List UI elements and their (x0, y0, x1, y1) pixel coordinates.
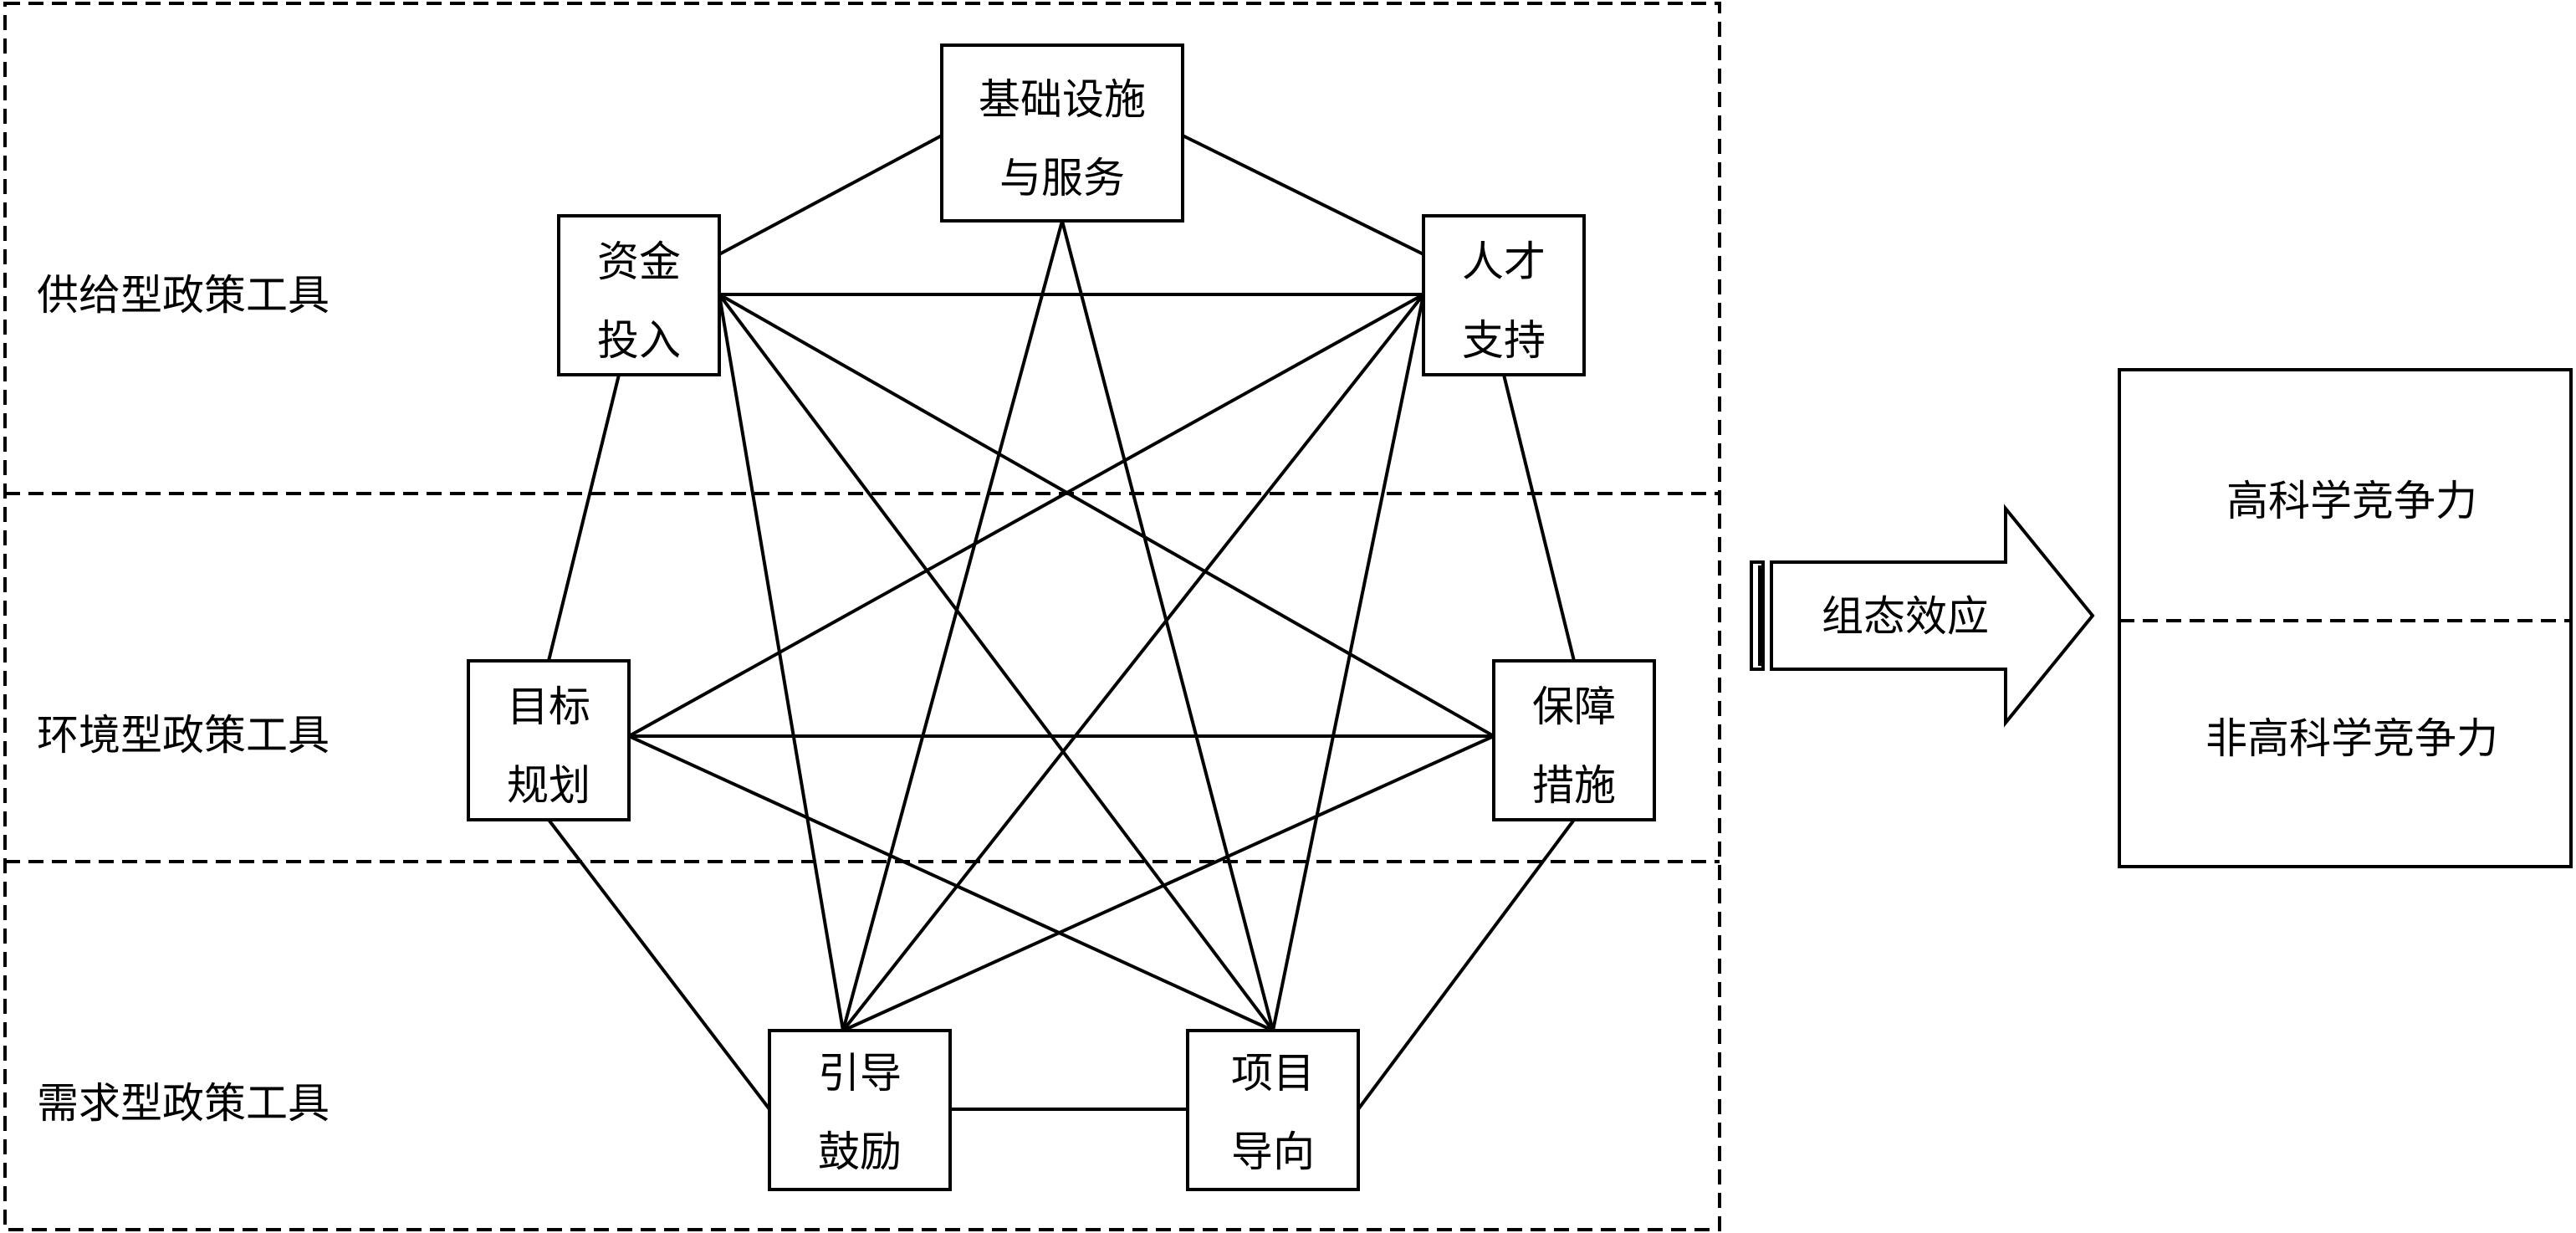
edge-inf-fund (718, 134, 943, 256)
node-guidance: 引导 鼓励 (768, 1029, 952, 1191)
node-infrastructure-line1: 基础设施 (979, 75, 1146, 124)
edge-talent-guidance (841, 293, 1425, 1032)
edge-fund-planning (547, 374, 621, 662)
edge-fund-guidance (718, 294, 845, 1031)
node-talent-box (1422, 214, 1586, 376)
edge-safeguard-guidance (842, 734, 1495, 1032)
policy-tool-outer-border (3, 2, 1721, 1231)
node-guidance-line1: 引导 (818, 1049, 902, 1097)
edge-talent-planning (628, 293, 1424, 738)
node-planning-line1: 目标 (507, 683, 590, 731)
node-project-box (1186, 1029, 1360, 1191)
category-demand-label: 需求型政策工具 (37, 1079, 330, 1128)
node-talent-line2: 支持 (1462, 316, 1546, 365)
edge-inf-project (1061, 220, 1275, 1031)
edge-talent-project (1271, 294, 1425, 1031)
node-project-line2: 导向 (1231, 1128, 1315, 1176)
arrow-body (1770, 504, 2095, 728)
outcome-high-label: 高科学竞争力 (2226, 477, 2477, 525)
node-project: 项目 导向 (1186, 1029, 1360, 1191)
node-talent-line1: 人才 (1462, 238, 1546, 286)
configuration-effect-arrow: 组态效应 (1750, 504, 2095, 728)
edge-planning-guidance (547, 818, 771, 1111)
category-environment-label: 环境型政策工具 (37, 711, 330, 760)
node-safeguard-line1: 保障 (1532, 683, 1616, 731)
node-funding-line2: 投入 (597, 316, 681, 365)
node-guidance-box (768, 1029, 952, 1191)
node-safeguard: 保障 措施 (1492, 659, 1656, 821)
outcome-non-high-label: 非高科学竞争力 (2205, 714, 2498, 763)
node-guidance-line2: 鼓励 (818, 1128, 902, 1176)
outcome-box: 高科学竞争力 非高科学竞争力 (2118, 368, 2573, 868)
edge-inf-guidance (841, 220, 1064, 1031)
arrow-label: 组态效应 (1822, 592, 1989, 641)
edge-planning-project (628, 734, 1274, 1032)
node-connection-edges (547, 134, 1576, 1111)
category-supply-label: 供给型政策工具 (37, 271, 330, 320)
node-safeguard-line2: 措施 (1532, 761, 1616, 810)
edge-safeguard-project (1357, 818, 1576, 1111)
node-planning-line2: 规划 (507, 761, 590, 810)
policy-tool-frame (3, 2, 1721, 1231)
node-planning-box (467, 659, 631, 821)
node-infrastructure: 基础设施 与服务 (940, 43, 1184, 223)
node-infrastructure-line2: 与服务 (999, 154, 1125, 202)
edge-talent-safeguard (1502, 374, 1576, 662)
node-funding-box (557, 214, 721, 376)
edge-fund-project (718, 293, 1275, 1032)
outcome-box-border (2118, 368, 2573, 868)
node-talent: 人才 支持 (1422, 214, 1586, 376)
node-project-line1: 项目 (1231, 1049, 1315, 1097)
node-funding-line1: 资金 (597, 238, 681, 286)
node-planning: 目标 规划 (467, 659, 631, 821)
node-infrastructure-box (940, 43, 1184, 223)
edge-inf-talent (1182, 134, 1424, 256)
node-safeguard-box (1492, 659, 1656, 821)
edge-fund-safeguard (718, 293, 1495, 738)
arrow-tail-bar-inner (1758, 565, 1763, 666)
node-funding: 资金 投入 (557, 214, 721, 376)
